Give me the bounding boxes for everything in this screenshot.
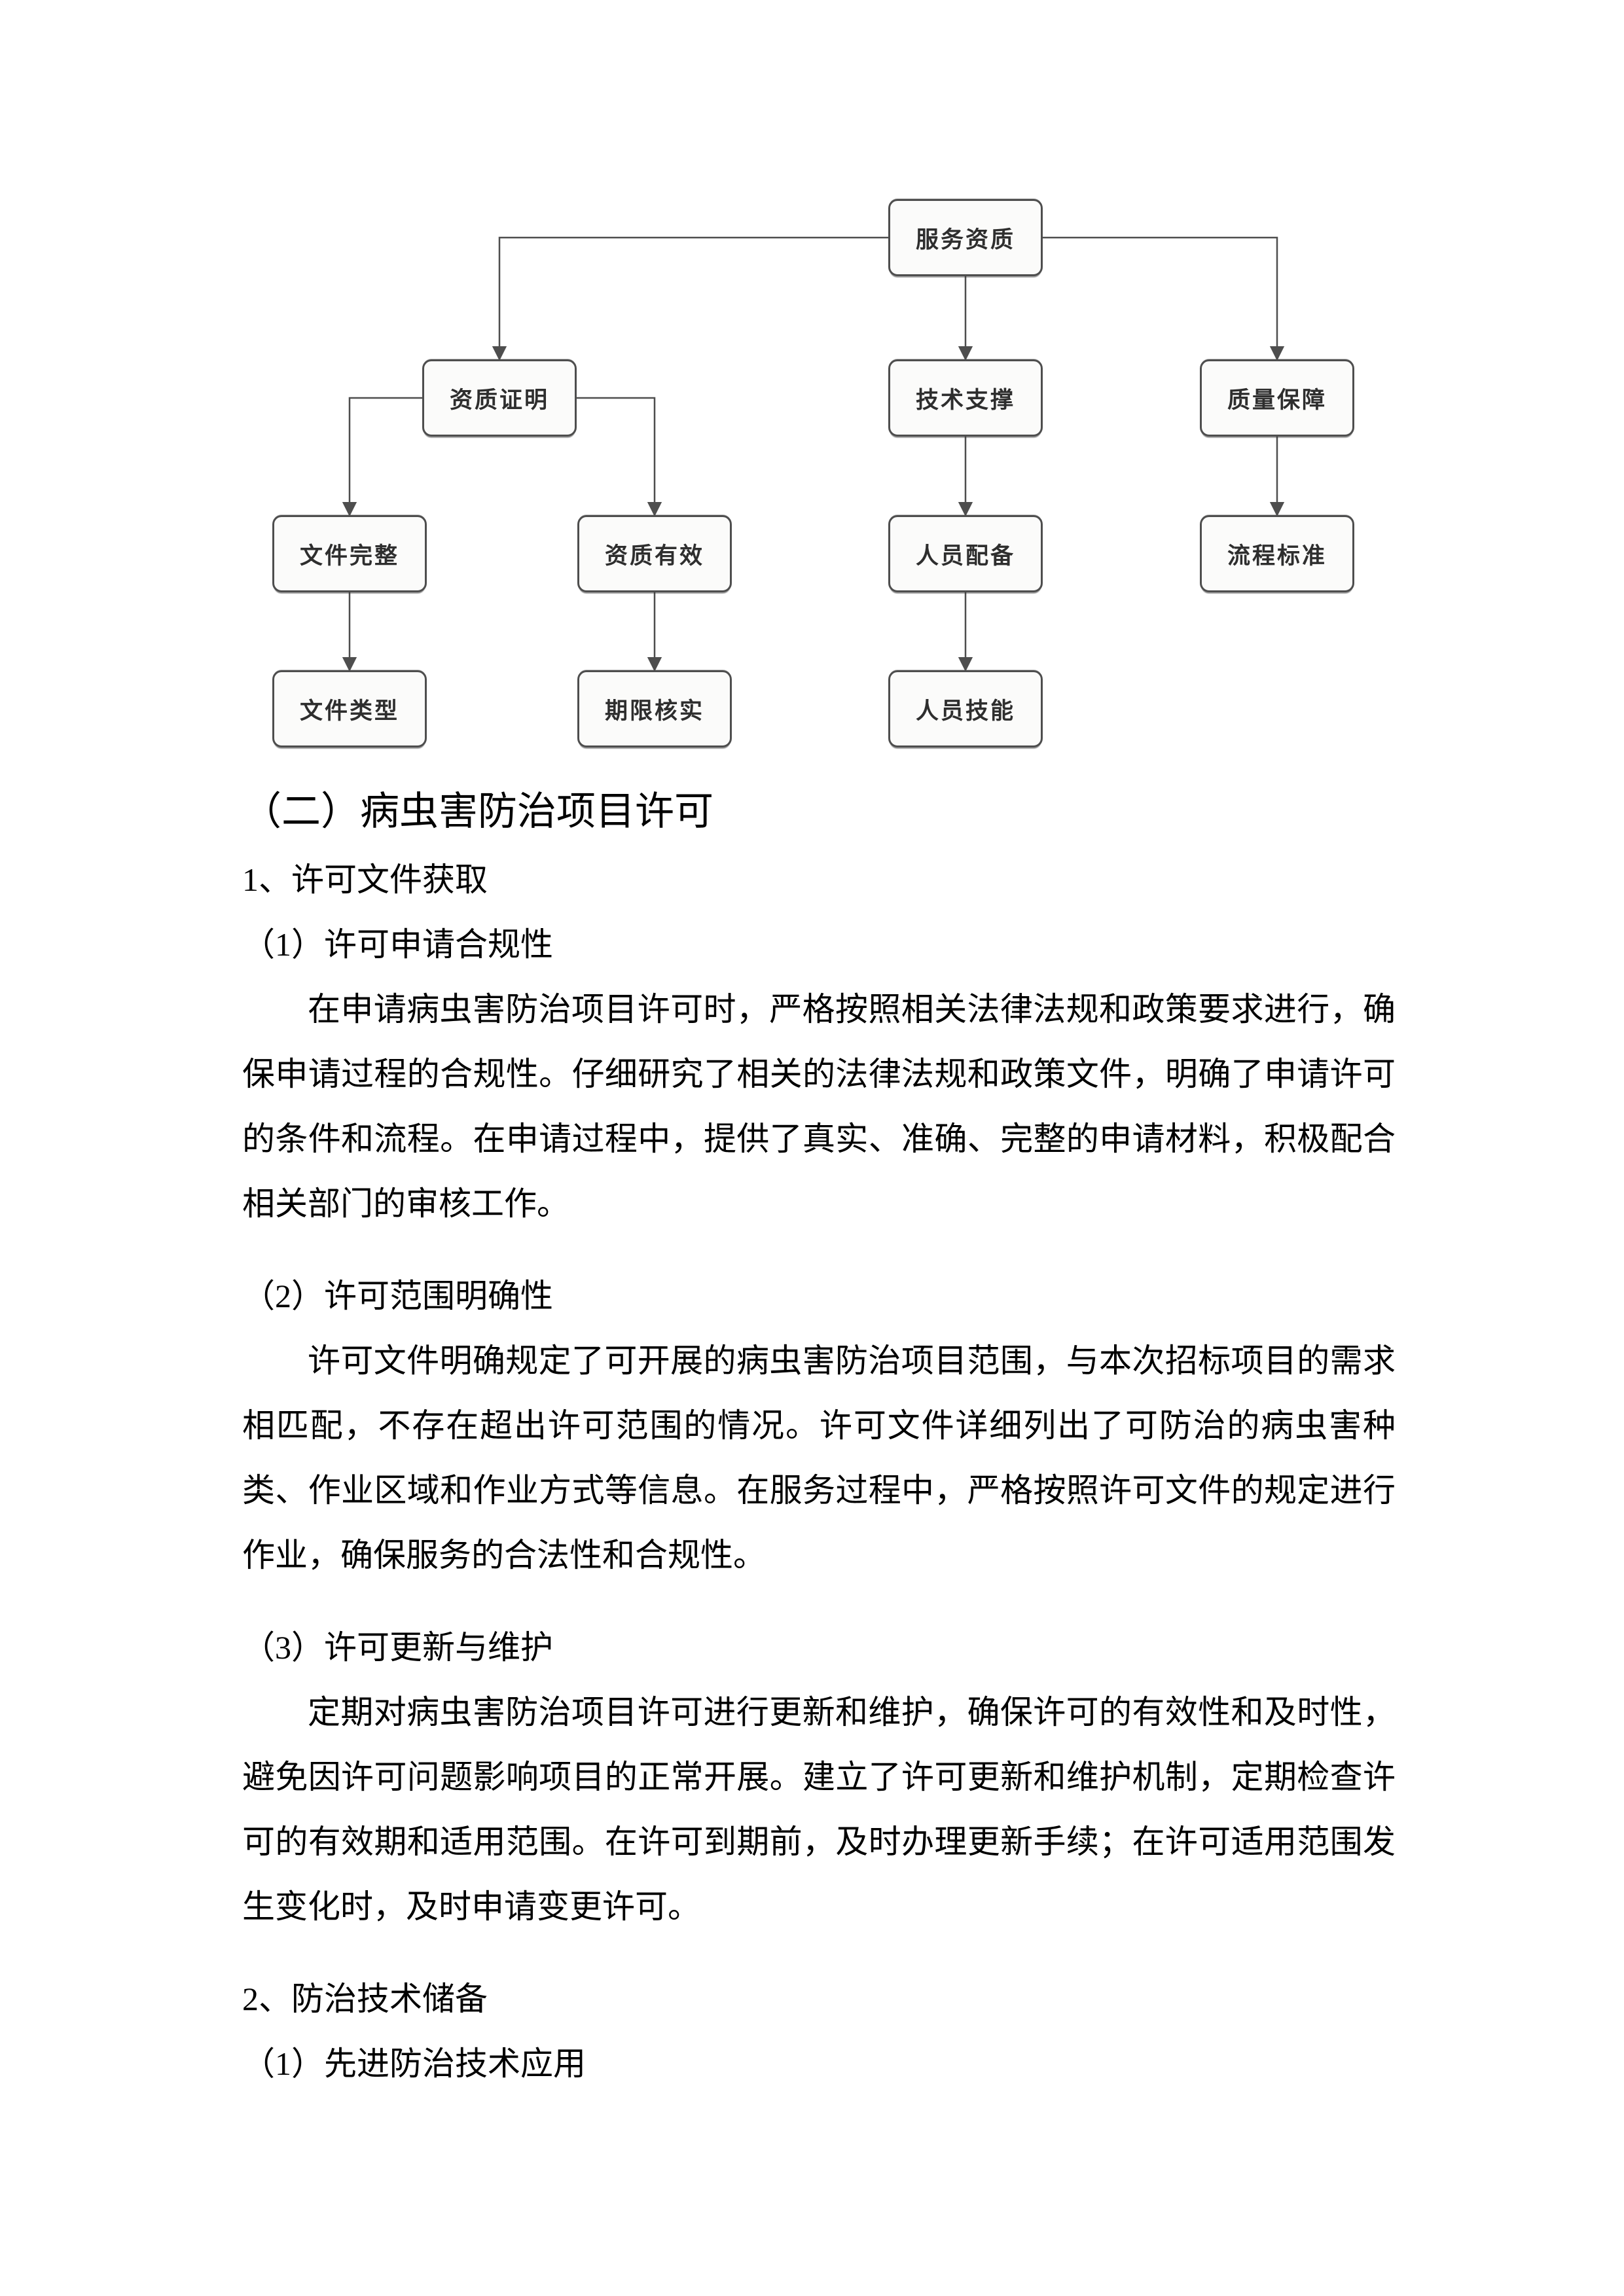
edge-proof-to-qualification-valid — [577, 397, 662, 517]
subsection-heading-1: 1、许可文件获取 — [242, 861, 488, 898]
flowchart: 服务资质 资质证明 技术支撑 质量保障 文件完整 资质有效 人员配备 流程标准 … — [0, 0, 1624, 785]
section-heading: （二）病虫害防治项目许可 — [242, 790, 713, 833]
node-label: 流程标准 — [1227, 543, 1327, 569]
node-label: 资质证明 — [449, 387, 549, 414]
node-label: 文件类型 — [299, 698, 399, 725]
node-label: 期限核实 — [604, 698, 704, 725]
node-label: 人员技能 — [915, 698, 1015, 725]
flowchart-node-process-standard: 流程标准 — [1200, 515, 1354, 592]
node-label: 资质有效 — [604, 543, 704, 569]
edge-root-to-qualification-proof — [492, 236, 888, 361]
node-label: 服务资质 — [915, 226, 1015, 253]
paragraph-2: 许可文件明确规定了可开展的病虫害防治项目范围，与本次招标项目的需求相匹配，不存在… — [242, 1342, 1396, 1573]
flowchart-node-technical-support: 技术支撑 — [888, 359, 1043, 437]
node-label: 人员配备 — [915, 543, 1015, 569]
item-heading-1-1: （1）许可申请合规性 — [242, 926, 553, 963]
document-body: （二）病虫害防治项目许可 1、许可文件获取 （1）许可申请合规性 在申请病虫害防… — [242, 776, 1396, 2096]
paragraph-1: 在申请病虫害防治项目许可时，严格按照相关法律法规和政策要求进行，确保申请过程的合… — [242, 991, 1396, 1222]
flowchart-node-qualification-valid: 资质有效 — [577, 515, 732, 592]
subsection-heading-2: 2、防治技术储备 — [242, 1981, 488, 2017]
node-label: 技术支撑 — [915, 387, 1015, 414]
flowchart-node-qualification-proof: 资质证明 — [422, 359, 577, 437]
item-heading-2-1: （1）先进防治技术应用 — [242, 2045, 586, 2082]
flowchart-node-document-complete: 文件完整 — [272, 515, 427, 592]
item-heading-1-3: （3）许可更新与维护 — [242, 1629, 553, 1666]
paragraph-3: 定期对病虫害防治项目许可进行更新和维护，确保许可的有效性和及时性，避免因许可问题… — [242, 1694, 1396, 1925]
flowchart-node-personnel-staffing: 人员配备 — [888, 515, 1043, 592]
flowchart-node-quality-assurance: 质量保障 — [1200, 359, 1354, 437]
flowchart-node-service-qualification: 服务资质 — [888, 199, 1043, 276]
flowchart-node-personnel-skill: 人员技能 — [888, 670, 1043, 747]
flowchart-node-term-verification: 期限核实 — [577, 670, 732, 747]
flowchart-node-document-type: 文件类型 — [272, 670, 427, 747]
node-label: 质量保障 — [1227, 387, 1327, 414]
node-label: 文件完整 — [299, 543, 399, 569]
edge-proof-to-document-complete — [342, 397, 422, 517]
item-heading-1-2: （2）许可范围明确性 — [242, 1278, 553, 1314]
flowchart-connectors — [342, 236, 1285, 672]
edge-root-to-quality-assurance — [1043, 236, 1285, 361]
